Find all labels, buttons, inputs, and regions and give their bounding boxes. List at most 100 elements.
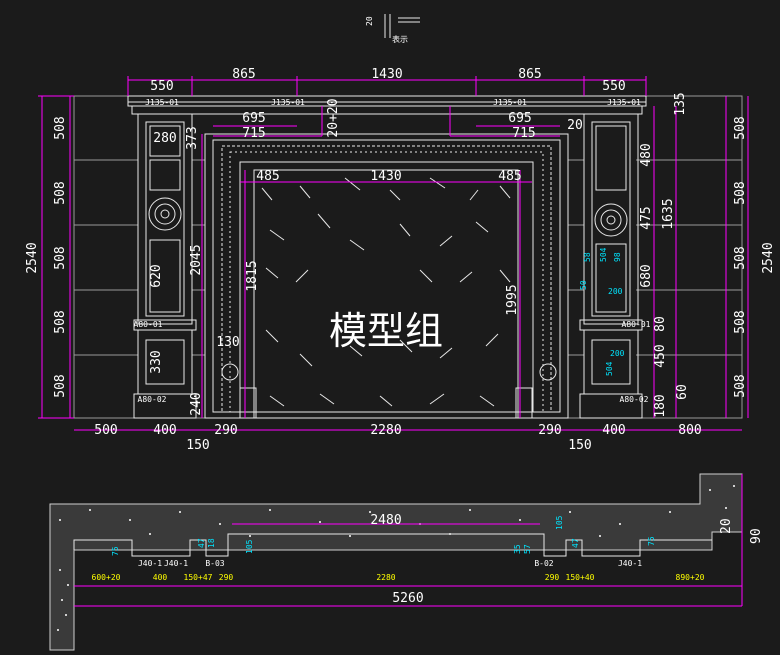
- plan-dim: 290: [545, 573, 560, 582]
- dim-inner: 620: [149, 264, 164, 287]
- plan-small: 105: [555, 515, 564, 530]
- dim-right: 475: [639, 206, 654, 229]
- dim-bottom: 400: [602, 423, 625, 438]
- note-value: 20: [365, 16, 374, 26]
- dim-bottom-sub: 150: [186, 438, 209, 453]
- dim-inner: 1430: [370, 169, 401, 184]
- dim-top: 865: [232, 67, 255, 82]
- plan-dim: 400: [153, 573, 168, 582]
- plan-tag: B-03: [205, 559, 224, 568]
- plan-dim: 890+20: [676, 573, 705, 582]
- dim-inner: 280: [153, 131, 176, 146]
- material-tag: J135-01: [607, 98, 641, 107]
- dim-right: 1635: [661, 198, 676, 229]
- plan-small: 75: [111, 546, 120, 556]
- plan-small: 57: [523, 544, 532, 554]
- material-tag: A80-01: [134, 320, 163, 329]
- plan-dim: 150+47: [184, 573, 213, 582]
- dim-top: 550: [150, 79, 173, 94]
- carved-frame: [204, 133, 569, 419]
- dim-right: 450: [653, 344, 668, 367]
- left-pilaster: [133, 113, 197, 419]
- plan-dim: 600+20: [92, 573, 121, 582]
- dim-row: 508: [53, 374, 68, 397]
- plan-small: 105: [245, 539, 254, 554]
- material-tag: J135-01: [271, 98, 305, 107]
- dim-right: 480: [639, 143, 654, 166]
- watermark-text: 模型组: [329, 309, 443, 353]
- cyan-label: 98: [613, 252, 622, 262]
- dimension-lines: [38, 76, 749, 431]
- plan-dim: 90: [749, 528, 764, 544]
- dim-row: 508: [733, 181, 748, 204]
- dim-right: 680: [639, 264, 654, 287]
- material-tag: A80-02: [138, 395, 167, 404]
- dim-bottom: 290: [538, 423, 561, 438]
- dim-right-total: 2540: [761, 242, 776, 273]
- cyan-label: 200: [608, 287, 623, 296]
- dim-row: 508: [733, 310, 748, 333]
- plan-tag: B-02: [534, 559, 553, 568]
- dim-bottom: 400: [153, 423, 176, 438]
- material-tag: A80-02: [620, 395, 649, 404]
- elevation-view: 模型组: [25, 67, 776, 453]
- dim-top: 1430: [371, 67, 402, 82]
- cyan-label: 504: [605, 361, 614, 376]
- dim-inner: 2045: [189, 244, 204, 275]
- dim-inner: 240: [189, 392, 204, 415]
- dim-inner: 1815: [245, 260, 260, 291]
- dim-right: 60: [675, 384, 690, 400]
- dim-inner: 695: [242, 111, 265, 126]
- rosette-icon: [594, 203, 628, 237]
- plan-dim: 2480: [370, 513, 401, 528]
- section-note: 20 表示: [365, 14, 420, 44]
- dim-inner: 373: [185, 126, 200, 149]
- plan-tag: J40-1: [164, 559, 188, 568]
- dim-inner: 20+20: [326, 98, 341, 137]
- dim-bottom: 800: [678, 423, 701, 438]
- dim-left-total: 2540: [25, 242, 40, 273]
- note-label: 表示: [392, 34, 408, 44]
- material-tag: J135-01: [493, 98, 527, 107]
- cyan-label: 58: [583, 252, 592, 262]
- dim-row: 508: [733, 116, 748, 139]
- dim-inner: 330: [149, 350, 164, 373]
- cyan-label: 504: [599, 247, 608, 262]
- plan-view: 2480 600+20 400 150+47 290 2280 290 150+…: [49, 473, 764, 651]
- dim-right: 180: [653, 394, 668, 417]
- dim-inner: 1995: [505, 284, 520, 315]
- dim-row: 508: [733, 246, 748, 269]
- dim-row: 508: [53, 246, 68, 269]
- dim-inner: 485: [256, 169, 279, 184]
- cyan-label: 200: [610, 349, 625, 358]
- plan-dim: 150+40: [566, 573, 595, 582]
- dim-inner: 130: [216, 335, 239, 350]
- right-pilaster: [579, 113, 643, 419]
- plan-small: 47: [197, 538, 206, 548]
- cyan-label: 50: [579, 280, 588, 290]
- plan-tag: J40-1: [138, 559, 162, 568]
- dim-inner: 485: [498, 169, 521, 184]
- dim-bottom: 290: [214, 423, 237, 438]
- dim-right: 80: [653, 316, 668, 332]
- plan-dim: 2280: [376, 573, 395, 582]
- plan-small: 35: [513, 544, 522, 554]
- dim-row: 508: [53, 181, 68, 204]
- plan-small: 18: [207, 538, 216, 548]
- dim-row: 508: [53, 116, 68, 139]
- dim-inner: 715: [242, 126, 265, 141]
- rosette-icon: [148, 197, 182, 231]
- plan-small: 47: [571, 538, 580, 548]
- plan-small: 75: [647, 536, 656, 546]
- plan-total-dim: 5260: [392, 591, 423, 606]
- dim-bottom-sub: 150: [568, 438, 591, 453]
- plan-dim: 290: [219, 573, 234, 582]
- plan-dim: 20: [719, 518, 734, 534]
- material-tag: J135-01: [145, 98, 179, 107]
- dim-inner: 695: [508, 111, 531, 126]
- dim-inner: 715: [512, 126, 535, 141]
- dim-right: 135: [673, 92, 688, 115]
- dim-top: 550: [602, 79, 625, 94]
- top-cornice: [127, 95, 647, 107]
